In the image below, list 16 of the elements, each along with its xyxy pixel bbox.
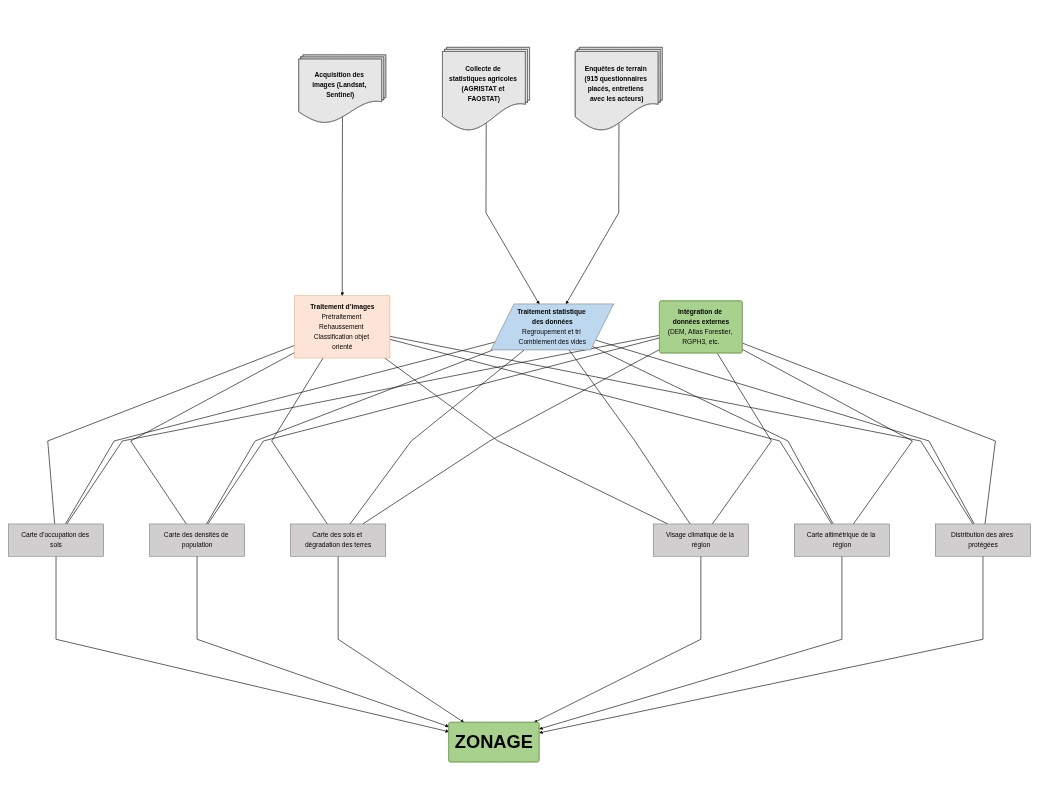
- connector: [595, 339, 975, 525]
- connector: [568, 349, 691, 525]
- connector: [207, 337, 660, 525]
- connector: [65, 341, 496, 525]
- connector: [712, 352, 772, 525]
- connector: [271, 357, 328, 525]
- connector: [389, 335, 974, 525]
- connector: [592, 346, 834, 525]
- connector: [47, 344, 295, 525]
- connector: [742, 342, 996, 525]
- connector: [349, 349, 525, 525]
- connector: [389, 338, 833, 525]
- connector: [742, 348, 913, 525]
- connector: [206, 349, 493, 525]
- connector: [66, 334, 660, 525]
- connector: [130, 352, 295, 525]
